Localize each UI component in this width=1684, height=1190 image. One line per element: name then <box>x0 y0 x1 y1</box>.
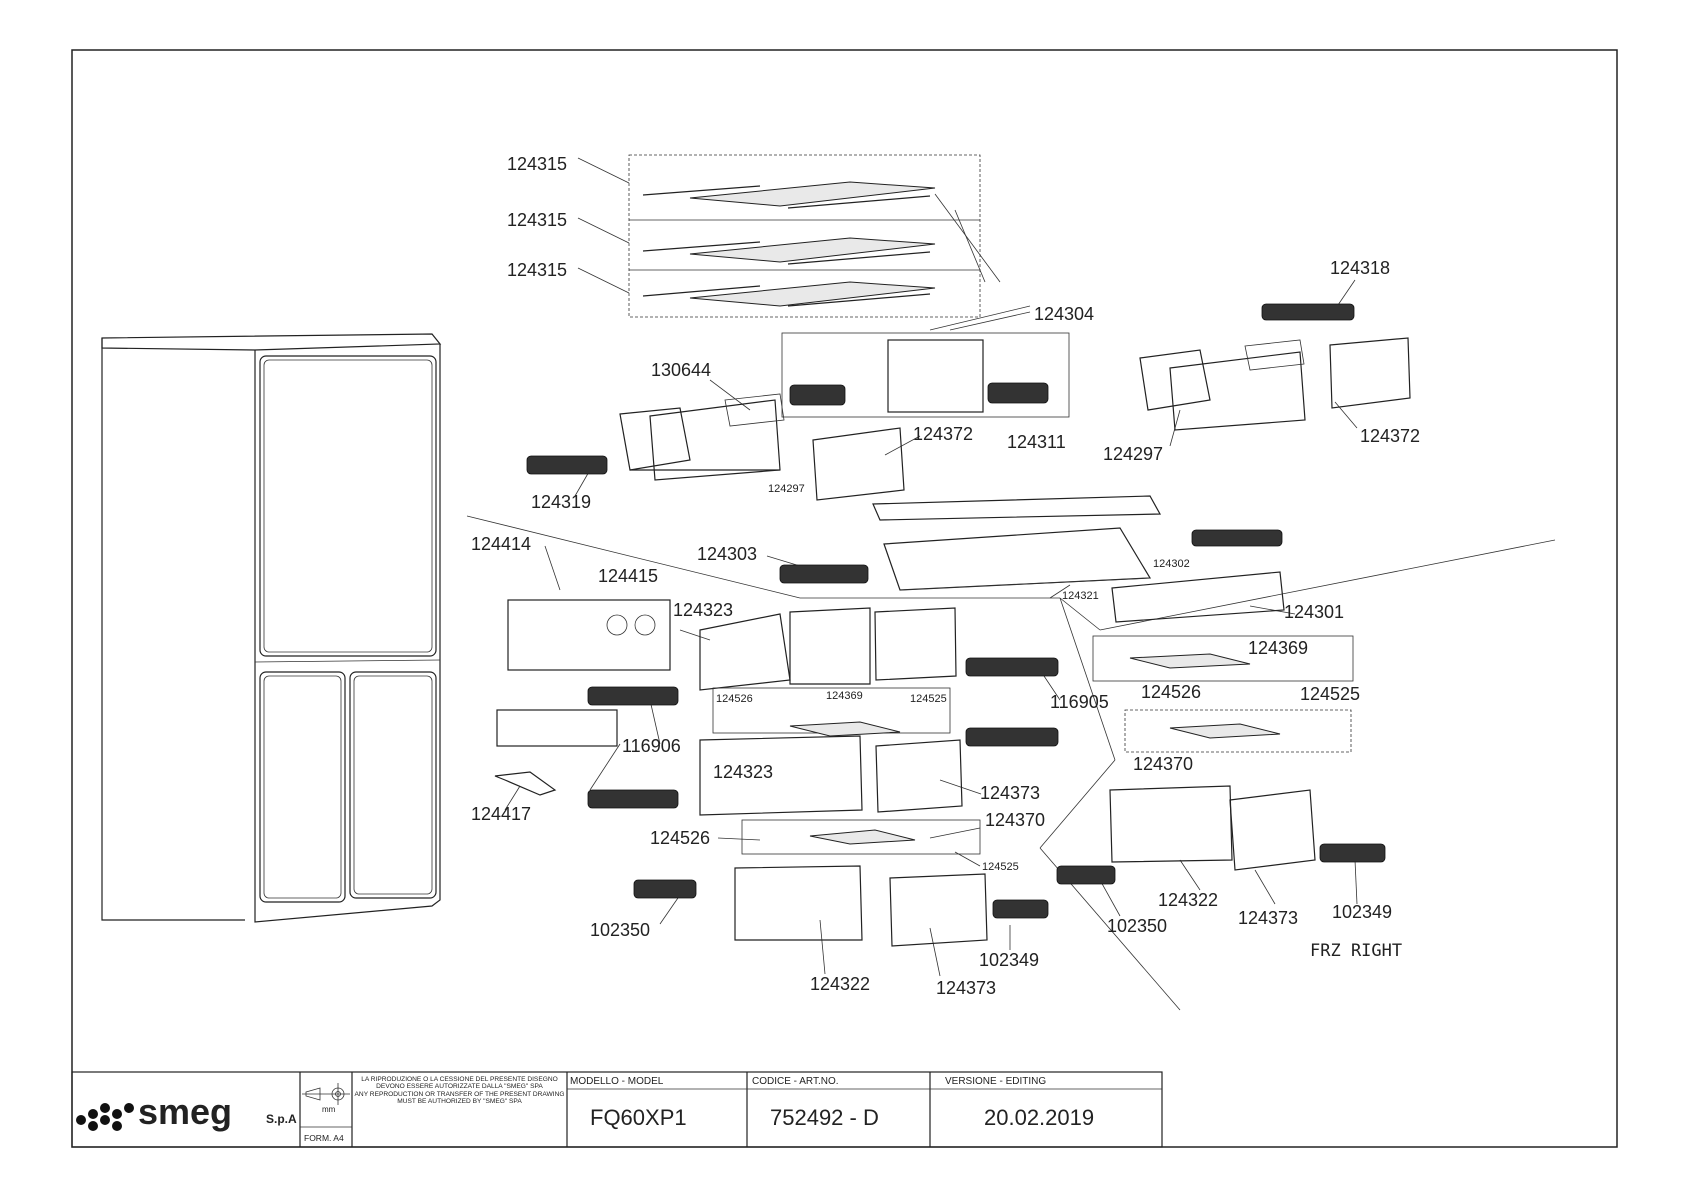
smeg-logo: smeg S.p.A <box>76 1091 297 1132</box>
part-label-124297-right: 124297 <box>1103 444 1163 464</box>
part-label-102350-left: 102350 <box>590 920 650 940</box>
brand-suffix: S.p.A <box>266 1112 297 1126</box>
part-label-116905: 116905 <box>1050 692 1109 712</box>
part-label-124526-mid: 124526 <box>716 693 753 705</box>
model-value: FQ60XP1 <box>590 1105 687 1130</box>
part-label-124311: 124311 <box>1007 432 1066 452</box>
leader-lines <box>504 157 1358 977</box>
part-label-124315-b: 124315 <box>507 210 567 230</box>
center-drawer-assembly <box>494 303 1411 947</box>
refrigerator-cabinet-illustration <box>101 333 442 923</box>
part-label-124323-top: 124323 <box>673 600 733 620</box>
part-label-124369-right: 124369 <box>1248 638 1308 658</box>
part-label-102349-right: 102349 <box>1332 902 1392 922</box>
glass-shelves-group <box>628 154 1001 318</box>
part-label-124526-right: 124526 <box>1141 682 1201 702</box>
part-label-124372-left: 124372 <box>913 424 973 444</box>
part-label-124297-left: 124297 <box>768 483 805 495</box>
part-label-124323-mid: 124323 <box>713 762 773 782</box>
part-label-102349-left: 102349 <box>979 950 1039 970</box>
part-number-labels: 124315 124315 124315 124318 124304 13064… <box>471 154 1420 998</box>
projection-symbol-icon <box>302 1083 350 1105</box>
part-label-124370-mid: 124370 <box>985 810 1045 830</box>
part-label-124303: 124303 <box>697 544 757 564</box>
part-label-124415: 124415 <box>598 566 658 586</box>
part-label-124373-mid: 124373 <box>980 783 1040 803</box>
area-label: FRZ RIGHT <box>1310 941 1402 961</box>
part-label-124318: 124318 <box>1330 258 1390 278</box>
notice-english: ANY REPRODUCTION OR TRANSFER OF THE PRES… <box>354 1090 565 1106</box>
part-label-124526-low: 124526 <box>650 828 710 848</box>
code-value: 752492 - D <box>770 1105 879 1130</box>
model-header: MODELLO - MODEL <box>570 1076 664 1087</box>
part-label-124370-right: 124370 <box>1133 754 1193 774</box>
part-label-124525-mid: 124525 <box>910 693 947 705</box>
part-label-124369-mid: 124369 <box>826 690 863 702</box>
format-label: FORM. A4 <box>304 1133 344 1143</box>
part-label-102350-right: 102350 <box>1107 916 1167 936</box>
part-label-124414: 124414 <box>471 534 531 554</box>
version-value: 20.02.2019 <box>984 1105 1094 1130</box>
version-header: VERSIONE - EDITING <box>945 1076 1046 1087</box>
part-label-116906: 116906 <box>622 736 681 756</box>
part-label-124525-right: 124525 <box>1300 684 1360 704</box>
part-label-124525-low: 124525 <box>982 861 1019 873</box>
part-label-124319: 124319 <box>531 492 591 512</box>
part-label-124301: 124301 <box>1284 602 1344 622</box>
part-label-124322-right: 124322 <box>1158 890 1218 910</box>
part-label-124373-right: 124373 <box>1238 908 1298 928</box>
part-label-124315-a: 124315 <box>507 154 567 174</box>
part-label-124417: 124417 <box>471 804 531 824</box>
unit-label: mm <box>322 1105 336 1114</box>
part-label-130644: 130644 <box>651 360 711 380</box>
part-label-124302: 124302 <box>1153 558 1190 570</box>
part-label-124372-right: 124372 <box>1360 426 1420 446</box>
part-label-124304: 124304 <box>1034 304 1094 324</box>
part-label-124315-c: 124315 <box>507 260 567 280</box>
part-label-124321: 124321 <box>1062 590 1099 602</box>
section-divider-lines <box>466 515 1556 1011</box>
part-label-124373-left: 124373 <box>936 978 996 998</box>
brand-name: smeg <box>138 1091 232 1132</box>
code-header: CODICE - ART.NO. <box>752 1076 839 1087</box>
notice-italian: LA RIPRODUZIONE O LA CESSIONE DEL PRESEN… <box>361 1076 558 1091</box>
title-block: smeg S.p.A mm FORM. A4 LA RIPRODUZIONE O… <box>71 1071 1163 1148</box>
part-label-124322-left: 124322 <box>810 974 870 994</box>
